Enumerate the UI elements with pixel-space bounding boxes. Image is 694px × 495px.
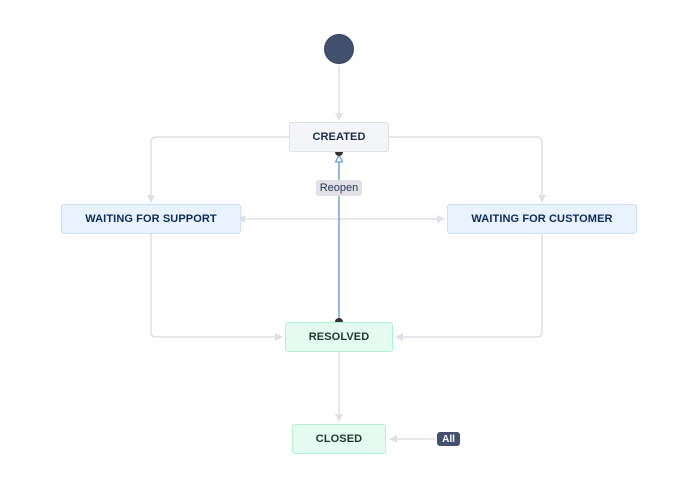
status-closed-label: CLOSED [315,433,363,445]
transition-reopen-label[interactable]: Reopen [316,180,362,196]
status-closed[interactable]: CLOSED [292,424,386,454]
status-waiting-for-support[interactable]: WAITING FOR SUPPORT [61,204,241,234]
transition-all-label[interactable]: All [437,432,460,446]
status-resolved-label: RESOLVED [308,331,370,343]
transition-reopen-arrowhead [334,153,344,163]
status-waiting-for-customer-label: WAITING FOR CUSTOMER [471,213,613,225]
transition-all-text: All [442,433,455,445]
status-created[interactable]: CREATED [289,122,389,152]
status-waiting-for-customer[interactable]: WAITING FOR CUSTOMER [447,204,637,234]
connector-created-to-waiting-support [147,136,289,203]
connector-waiting-customer-to-resolved [395,234,543,341]
connector-waiting-support-to-resolved [150,234,283,341]
start-node[interactable] [324,34,354,64]
status-created-label: CREATED [312,131,366,143]
status-resolved[interactable]: RESOLVED [285,322,393,352]
transition-reopen-text: Reopen [319,182,359,194]
status-waiting-for-support-label: WAITING FOR SUPPORT [85,213,217,225]
connector-created-to-waiting-customer [389,136,546,203]
